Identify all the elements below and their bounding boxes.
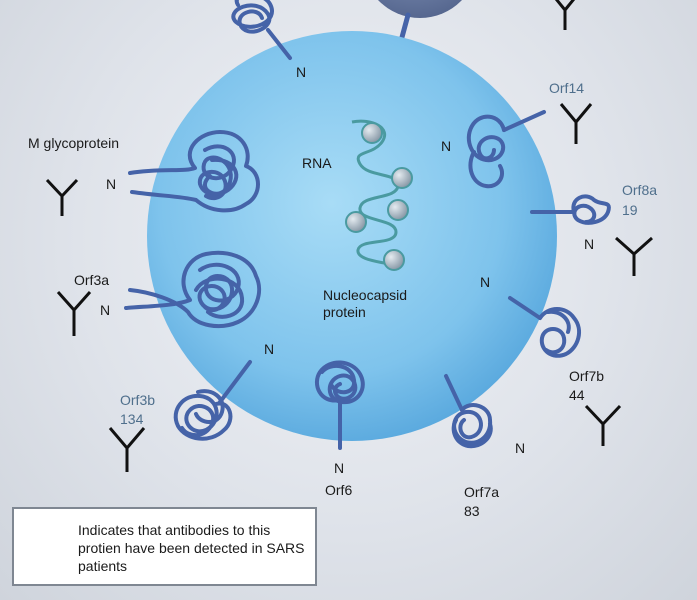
nucleocapsid-ball [361,122,383,144]
orf6-protein [314,360,365,450]
label-orf7b-number: 44 [569,387,585,403]
protein-top-left [231,0,292,60]
orf8a-protein [530,194,611,225]
orf3a-protein [124,250,262,329]
label-orf14: Orf14 [549,80,585,96]
label-n-terminus: N [100,302,111,318]
antibody-y-icon [108,427,146,472]
rna-nucleocapsid [345,119,413,271]
label-orf3b: Orf3b [120,392,156,408]
label-orf7b: Orf7b [569,368,605,384]
label-m-glycoprotein: M glycoprotein [28,135,120,151]
label-nucleocapsid: Nucleocapsid protein [323,287,408,320]
label-orf7a: Orf7a [464,484,500,500]
legend-box: Indicates that antibodies to this protie… [12,507,317,586]
legend-text: Indicates that antibodies to this protie… [78,522,305,574]
orf3b-protein [173,360,252,441]
antibody-y-icon [56,291,92,336]
antibody-y-icon [554,0,576,30]
label-orf8a-number: 19 [622,202,638,218]
label-n-terminus: N [515,440,526,456]
label-n-terminus: N [334,460,345,476]
label-rna: RNA [302,155,332,171]
antibody-y-icon [559,103,593,144]
nucleocapsid-ball [345,211,367,233]
nucleocapsid-ball [391,167,413,189]
label-n-terminus: N [106,176,117,192]
orf14-protein [466,110,546,189]
m-glycoprotein [128,130,260,213]
label-n-terminus: N [584,236,595,252]
orf7a-protein [444,374,493,449]
nucleocapsid-ball [383,249,405,271]
label-orf6: Orf6 [325,482,353,498]
orf7b-protein [508,296,582,358]
label-n-terminus: N [296,64,307,80]
label-orf7a-number: 83 [464,503,480,519]
label-orf3a: Orf3a [74,272,110,288]
antibody-y-icon [615,236,653,276]
nucleocapsid-ball [387,199,409,221]
antibody-y-icon [584,404,622,446]
label-orf8a: Orf8a [622,182,658,198]
adjacent-particle [378,0,462,18]
label-n-terminus: N [441,138,452,154]
label-n-terminus: N [264,341,275,357]
rna-strand [351,119,400,268]
label-orf3b-number: 134 [120,411,144,427]
antibody-y-icon [45,178,79,216]
label-n-terminus: N [480,274,491,290]
viral-membrane [147,31,557,441]
